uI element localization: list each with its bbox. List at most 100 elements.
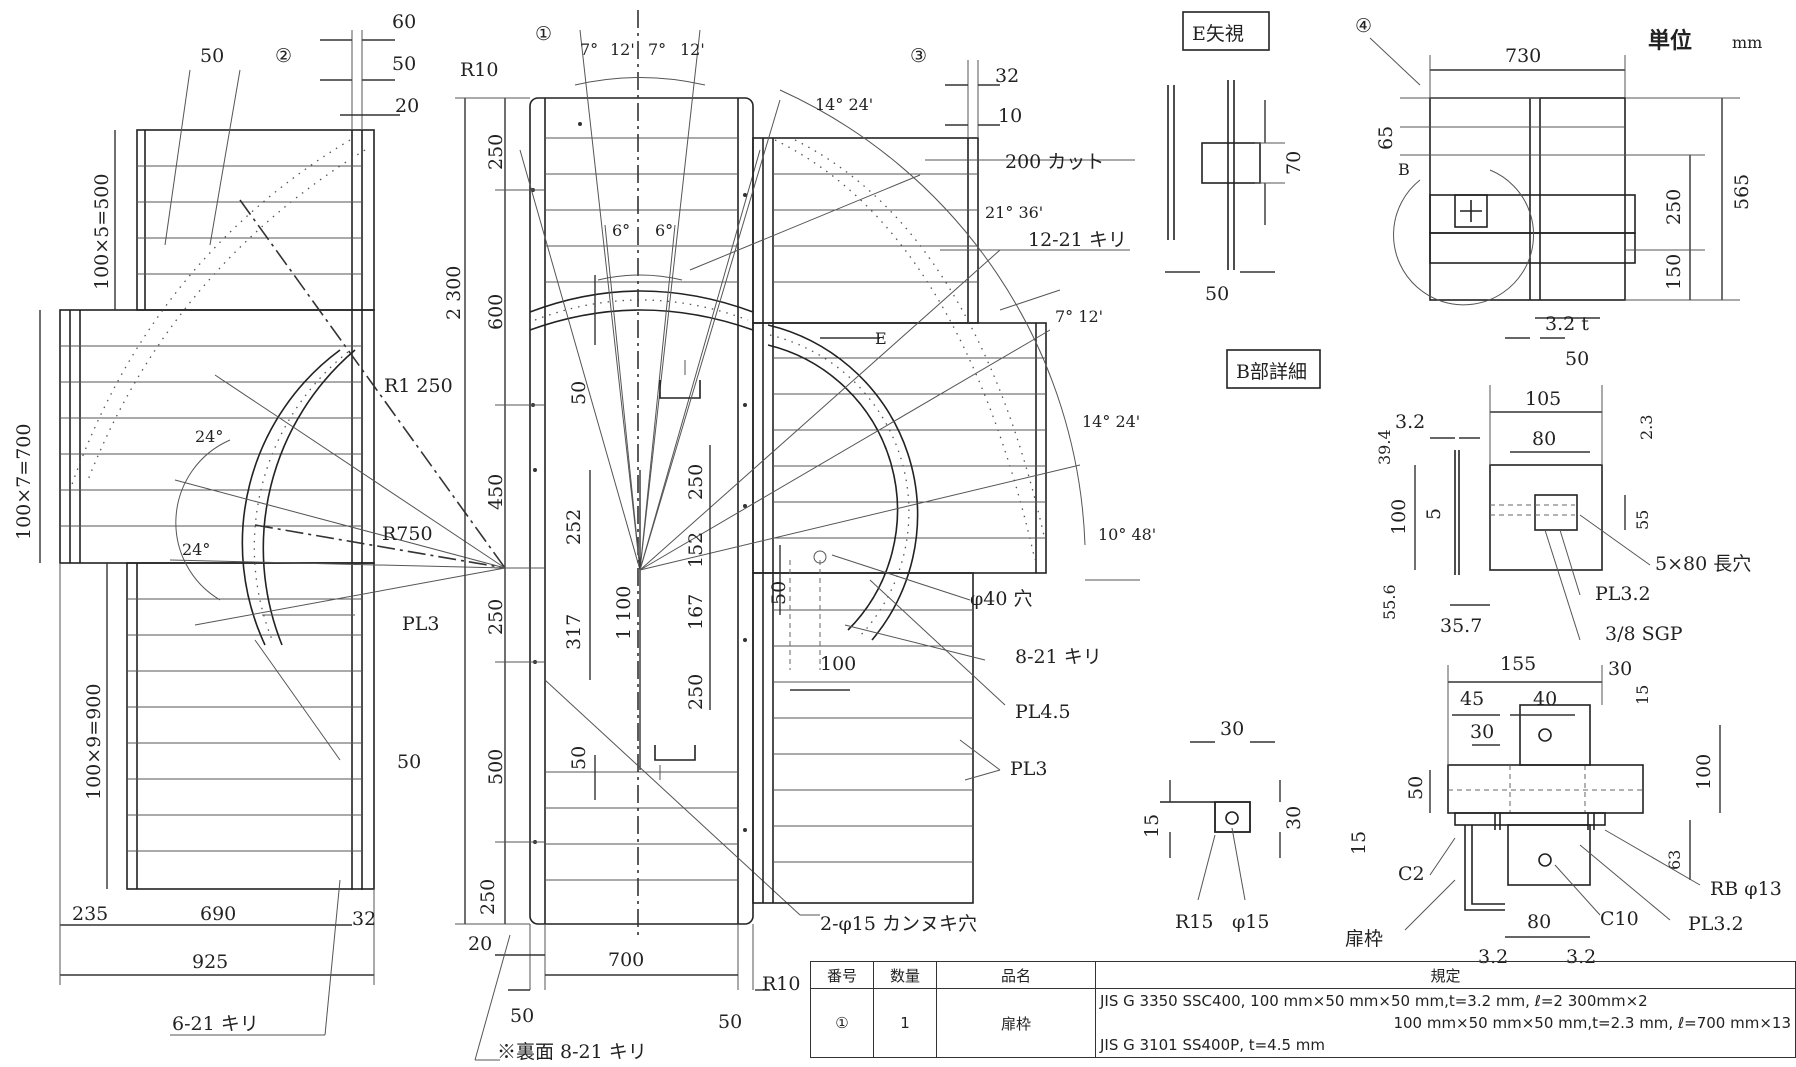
center-dim-600: 600 <box>485 294 507 330</box>
row-quantity: 1 <box>873 988 937 1058</box>
b-detail-note-sgp: 3/8 SGP <box>1605 623 1683 645</box>
center-frame-dimensions <box>455 97 820 1061</box>
right-dim-100: 100 <box>820 653 856 675</box>
center-dim-50c: 50 <box>510 1005 534 1027</box>
left-dim-235: 235 <box>72 903 108 925</box>
hinge-dim-30a: 30 <box>1608 658 1632 680</box>
center-angle-6a: 6° <box>612 221 630 240</box>
part4-dim-3-2t: 3.2 t <box>1545 313 1589 335</box>
left-dim-100x9: 100×9=900 <box>83 684 105 800</box>
b-detail-dim-5: 5 <box>1423 508 1445 520</box>
unit-label-text: 単位 <box>1648 28 1692 54</box>
part4-view: ④ 730 B 65 565 250 150 3.2 t 50 <box>1355 15 1753 370</box>
center-dim-50d: 50 <box>718 1011 742 1033</box>
part-number-1: ① <box>535 23 552 45</box>
right-angle-14-24b: 14° 24' <box>1082 412 1140 431</box>
e-view: E矢視 70 50 <box>1165 11 1305 305</box>
hinge-dim-40: 40 <box>1533 688 1557 710</box>
table-header-row: 番号 数量 品名 規定 <box>810 961 1796 989</box>
right-dim-167: 167 <box>685 594 707 630</box>
small-plate-view: 30 15 30 R15 φ15 <box>1141 718 1305 933</box>
header-specification: 規定 <box>1095 961 1796 989</box>
hinge-detail-view: 155 45 40 30 15 30 100 50 15 63 80 3.2 3… <box>1345 653 1782 968</box>
right-dim-152: 152 <box>685 532 707 568</box>
hinge-dim-15a: 15 <box>1633 685 1652 705</box>
part4-dim-150: 150 <box>1663 254 1685 290</box>
right-label-e-arrow: E <box>875 329 887 348</box>
b-detail-dim-35-7: 35.7 <box>1440 615 1482 637</box>
left-dim-32: 32 <box>352 908 376 930</box>
b-detail-dim-80: 80 <box>1532 428 1556 450</box>
center-dim-r10-bottom: R10 <box>762 973 800 995</box>
left-dim-angle-24b: 24° <box>182 540 210 559</box>
hinge-dim-30b: 30 <box>1470 721 1494 743</box>
center-frame <box>519 10 761 940</box>
unit-label-value: mm <box>1732 33 1762 52</box>
right-angle-7-12: 7° 12' <box>1055 307 1103 326</box>
right-door-dimensions <box>689 60 1140 781</box>
left-label-pl3: PL3 <box>402 613 440 635</box>
center-dim-50a: 50 <box>568 381 590 405</box>
part4-dim-50: 50 <box>1565 348 1589 370</box>
hinge-note-pl32: PL3.2 <box>1688 913 1744 935</box>
left-dim-100x7: 100×7=700 <box>13 424 35 540</box>
small-plate-dim-30b: 30 <box>1283 806 1305 830</box>
right-dim-10: 10 <box>998 105 1022 127</box>
left-dim-top-50: 50 <box>200 45 224 67</box>
left-dim-50b: 50 <box>392 53 416 75</box>
header-number: 番号 <box>810 961 874 989</box>
hinge-dim-80: 80 <box>1527 911 1551 933</box>
left-door-panel <box>59 129 506 890</box>
part4-b-mark: B <box>1398 160 1410 179</box>
left-dim-60: 60 <box>392 11 416 33</box>
row-specification: JIS G 3350 SSC400, 100 mm×50 mm×50 mm,t=… <box>1095 988 1796 1058</box>
left-door-dimensions <box>39 30 400 1036</box>
hinge-dim-155: 155 <box>1500 653 1536 675</box>
right-dim-50: 50 <box>768 581 790 605</box>
unit-label: 単位 mm <box>1648 28 1762 54</box>
b-detail-dim-105: 105 <box>1525 388 1561 410</box>
part-number-3: ③ <box>910 45 927 67</box>
left-dim-20: 20 <box>395 95 419 117</box>
part4-dim-730: 730 <box>1505 45 1541 67</box>
small-plate-note-phi15: φ15 <box>1232 911 1269 933</box>
center-dim-50b: 50 <box>568 746 590 770</box>
right-dim-250a: 250 <box>685 464 707 500</box>
center-dim-500: 500 <box>485 749 507 785</box>
right-angle-10-48: 10° 48' <box>1098 525 1156 544</box>
center-angle-12b: 12' <box>680 40 705 59</box>
hinge-dim-15b: 15 <box>1348 831 1370 855</box>
center-note-bolt-holes: 2-φ15 カンヌキ穴 <box>820 913 977 935</box>
b-detail-dim-55-6: 55.6 <box>1380 584 1399 620</box>
hinge-note-door-frame: 扉枠 <box>1345 928 1383 950</box>
part-number-4: ④ <box>1355 15 1372 37</box>
center-dim-1100: 1 100 <box>613 586 635 640</box>
center-dim-r10-top: R10 <box>460 59 498 81</box>
center-dim-700: 700 <box>608 949 644 971</box>
part4-dim-65: 65 <box>1375 126 1397 150</box>
right-note-phi40: φ40 穴 <box>970 588 1033 610</box>
small-plate-dim-30a: 30 <box>1220 718 1244 740</box>
right-label-pl3: PL3 <box>1010 758 1048 780</box>
b-detail-note-pl32: PL3.2 <box>1595 583 1651 605</box>
center-note-back-drill: ※裏面 8-21 キリ <box>497 1041 647 1063</box>
center-angle-12a: 12' <box>610 40 635 59</box>
left-note-drill: 6-21 キリ <box>172 1013 259 1035</box>
center-dim-2300: 2 300 <box>443 266 465 320</box>
row-item-name: 扉枠 <box>936 988 1096 1058</box>
center-dim-250b: 250 <box>485 599 507 635</box>
right-angle-14-24a: 14° 24' <box>815 95 873 114</box>
left-dim-100x5: 100×5=500 <box>91 174 113 290</box>
left-dim-r1250: R1 250 <box>384 375 453 397</box>
hinge-dim-63: 63 <box>1665 850 1684 870</box>
hinge-note-c2: C2 <box>1398 863 1425 885</box>
center-angle-7a: 7° <box>580 40 598 59</box>
b-detail-note-slot: 5×80 長穴 <box>1655 553 1751 575</box>
center-dim-250c: 250 <box>477 879 499 915</box>
left-dim-925: 925 <box>192 951 228 973</box>
e-view-dim-70: 70 <box>1283 151 1305 175</box>
left-dim-50c: 50 <box>397 751 421 773</box>
b-detail-view: B部詳細 105 80 3.2 39.4 2.3 100 5 55 55.6 3… <box>1226 349 1751 645</box>
spec-line-3: JIS G 3101 SS400P, t=4.5 mm <box>1100 1036 1326 1054</box>
header-quantity: 数量 <box>873 961 937 989</box>
